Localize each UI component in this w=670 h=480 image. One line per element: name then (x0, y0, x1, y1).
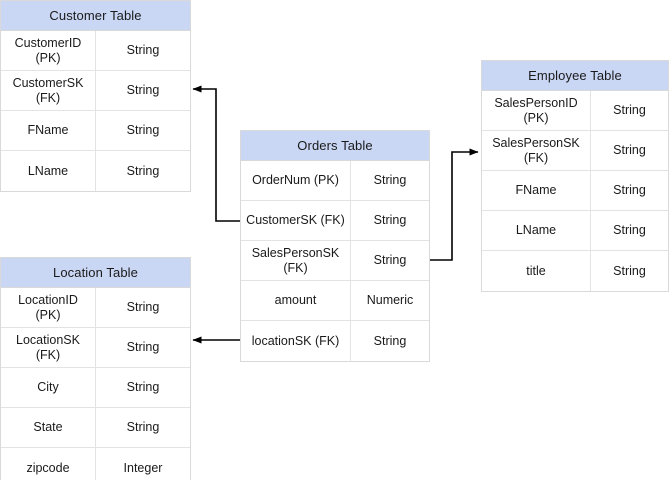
field-type: String (126, 300, 160, 314)
field-type: Integer (123, 460, 163, 475)
table-row[interactable]: LocationSK (FK) String (1, 328, 190, 368)
field-name: locationSK (FK) (241, 321, 351, 361)
table-row[interactable]: title String (482, 251, 668, 291)
field-name: SalesPersonID (PK) (482, 91, 591, 130)
field-name: OrderNum (PK) (241, 161, 351, 200)
field-name: title (482, 251, 591, 291)
field-name: CustomerSK (FK) (1, 71, 96, 110)
table-orders-title: Orders Table (241, 131, 429, 161)
field-type: String (126, 420, 160, 434)
field-name: LName (1, 151, 96, 191)
table-row[interactable]: CustomerSK (FK) String (1, 71, 190, 111)
field-type: String (613, 223, 646, 237)
field-name: LocationID (PK) (1, 288, 96, 327)
relationship-orders-customer (192, 85, 240, 222)
field-name: CustomerID (PK) (1, 31, 96, 70)
table-row[interactable]: SalesPersonID (PK) String (482, 91, 668, 131)
table-row[interactable]: LName String (482, 211, 668, 251)
table-row[interactable]: SalesPersonSK (FK) String (241, 241, 429, 281)
field-type: String (613, 263, 646, 278)
field-type: Numeric (366, 293, 414, 307)
table-row[interactable]: FName String (1, 111, 190, 151)
field-type: String (126, 123, 160, 137)
table-row[interactable]: zipcode Integer (1, 448, 190, 480)
relationship-orders-employee (430, 148, 479, 261)
table-row[interactable]: FName String (482, 171, 668, 211)
table-customer-title: Customer Table (1, 1, 190, 31)
field-type: String (373, 253, 407, 267)
table-row[interactable]: LocationID (PK) String (1, 288, 190, 328)
field-name: CustomerSK (FK) (241, 201, 351, 240)
table-row[interactable]: LName String (1, 151, 190, 191)
field-type: String (373, 173, 407, 187)
field-name: zipcode (1, 448, 96, 480)
table-row[interactable]: CustomerSK (FK) String (241, 201, 429, 241)
field-name: State (1, 408, 96, 447)
field-name: FName (482, 171, 591, 210)
field-type: String (126, 340, 160, 354)
field-type: String (613, 183, 646, 197)
table-row[interactable]: City String (1, 368, 190, 408)
field-name: SalesPersonSK (FK) (482, 131, 591, 170)
table-row[interactable]: SalesPersonSK (FK) String (482, 131, 668, 171)
table-row[interactable]: locationSK (FK) String (241, 321, 429, 361)
table-row[interactable]: OrderNum (PK) String (241, 161, 429, 201)
field-name: LocationSK (FK) (1, 328, 96, 367)
field-name: LName (482, 211, 591, 250)
field-type: String (373, 213, 407, 227)
field-type: String (126, 163, 160, 178)
field-type: String (126, 43, 160, 57)
field-type: String (126, 83, 160, 97)
table-location-title: Location Table (1, 258, 190, 288)
field-type: String (613, 143, 646, 157)
field-name: SalesPersonSK (FK) (241, 241, 351, 280)
table-employee-title: Employee Table (482, 61, 668, 91)
field-type: String (613, 103, 646, 117)
field-name: FName (1, 111, 96, 150)
table-row[interactable]: State String (1, 408, 190, 448)
field-type: String (126, 380, 160, 394)
table-row[interactable]: CustomerID (PK) String (1, 31, 190, 71)
field-name: amount (241, 281, 351, 320)
field-name: City (1, 368, 96, 407)
table-row[interactable]: amount Numeric (241, 281, 429, 321)
field-type: String (373, 333, 407, 348)
